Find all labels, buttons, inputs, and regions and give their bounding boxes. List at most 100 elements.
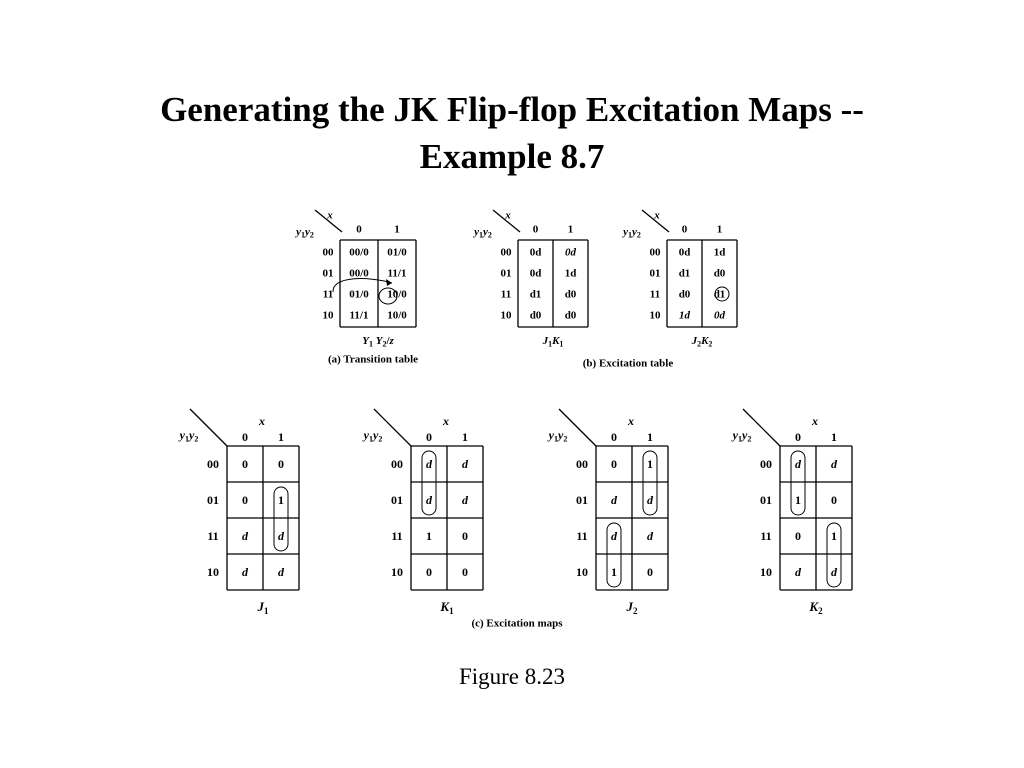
map-cell: d — [647, 493, 654, 507]
map-cell: d — [647, 529, 654, 543]
row-header: 11 — [576, 529, 587, 543]
corner-diagonal — [314, 209, 343, 233]
map-cell: d — [795, 457, 802, 471]
table-cell: d0 — [565, 310, 577, 322]
table-cell: 1d — [714, 247, 726, 259]
map-cell: d — [242, 529, 249, 543]
row-header: 10 — [207, 565, 219, 579]
map-cell: d — [831, 457, 838, 471]
row-variable: y1​y2​ — [547, 428, 568, 444]
map-cell: d — [611, 493, 618, 507]
column-header: 1 — [462, 430, 468, 444]
map-cell: 1 — [647, 457, 653, 471]
row-header: 01 — [501, 268, 512, 280]
map-cell: 0 — [831, 493, 837, 507]
map-cell: d — [462, 457, 469, 471]
map-cell: d — [242, 565, 249, 579]
map-caption: J1​ — [257, 599, 270, 616]
row-variable: y1​y2​ — [294, 226, 314, 240]
map-caption: J2​ — [626, 599, 639, 616]
table-transition: xy1​y2​010001111000/001/000/011/101/010/… — [294, 209, 417, 349]
column-header: 1 — [831, 430, 837, 444]
table-cell: d0 — [714, 268, 726, 280]
table-cell: d1 — [714, 289, 726, 301]
column-header: 0 — [356, 224, 362, 236]
map-cell: 1 — [278, 493, 284, 507]
slide-title-line-2: Example 8.7 — [419, 137, 605, 176]
table-cell: 11/1 — [350, 310, 369, 322]
table-cell: 01/0 — [387, 247, 407, 259]
corner-diagonal — [373, 408, 412, 447]
column-variable: x — [504, 210, 511, 222]
table-cell: 0d — [565, 247, 577, 259]
row-header: 10 — [391, 565, 403, 579]
kmap-grouping-loop — [421, 450, 437, 516]
row-header: 01 — [650, 268, 661, 280]
column-variable: x — [653, 210, 660, 222]
transition-arrowhead — [386, 279, 392, 286]
map-cell: d — [278, 565, 285, 579]
table-cell: d0 — [530, 310, 542, 322]
row-variable: y1​y2​ — [621, 226, 641, 240]
row-header: 01 — [391, 493, 403, 507]
column-header: 1 — [717, 224, 723, 236]
map-cell: 0 — [611, 457, 617, 471]
row-header: 01 — [323, 268, 334, 280]
table-cell: 11/1 — [388, 268, 407, 280]
column-header: 0 — [611, 430, 617, 444]
corner-diagonal — [558, 408, 597, 447]
row-header: 00 — [391, 457, 403, 471]
excitation-maps-caption: (c) Excitation maps — [471, 618, 563, 630]
map-cell: 0 — [795, 529, 801, 543]
row-variable: y1​y2​ — [731, 428, 752, 444]
row-header: 11 — [501, 289, 511, 301]
column-header: 1 — [278, 430, 284, 444]
table-cell: d1 — [679, 268, 691, 280]
row-header: 00 — [207, 457, 219, 471]
table-caption: J2​K2​ — [691, 335, 713, 349]
map-cell: 0 — [278, 457, 284, 471]
column-header: 0 — [533, 224, 539, 236]
map-cell: 1 — [795, 493, 801, 507]
table-cell: d0 — [565, 289, 577, 301]
map-cell: d — [611, 529, 618, 543]
row-header: 00 — [501, 247, 513, 259]
map-cell: 1 — [611, 565, 617, 579]
column-variable: x — [326, 210, 333, 222]
map-cell: d — [278, 529, 285, 543]
row-header: 11 — [207, 529, 218, 543]
row-header: 10 — [323, 310, 335, 322]
row-header: 11 — [391, 529, 402, 543]
row-variable: y1​y2​ — [178, 428, 199, 444]
row-header: 11 — [760, 529, 771, 543]
map-caption: K1​ — [439, 599, 454, 616]
map-cell: d — [426, 457, 433, 471]
map-cell: 0 — [462, 529, 468, 543]
table-cell: 0d — [530, 247, 542, 259]
row-variable: y1​y2​ — [472, 226, 492, 240]
kmap-grouping-loop — [790, 450, 806, 516]
map-cell: 0 — [242, 493, 248, 507]
column-header: 1 — [647, 430, 653, 444]
kmap-grouping-loop — [826, 522, 842, 588]
column-header: 0 — [426, 430, 432, 444]
map-cell: 0 — [426, 565, 432, 579]
highlight-circle — [714, 286, 730, 302]
table-caption: Y1​ Y2​/z — [362, 335, 394, 349]
column-header: 0 — [242, 430, 248, 444]
transition-table-caption: (a) Transition table — [328, 354, 418, 366]
column-header: 1 — [568, 224, 574, 236]
row-header: 10 — [760, 565, 772, 579]
row-header: 01 — [207, 493, 219, 507]
map-cell: 1 — [831, 529, 837, 543]
row-header: 00 — [760, 457, 772, 471]
row-header: 01 — [576, 493, 588, 507]
table-cell: 0d — [679, 247, 691, 259]
column-header: 0 — [682, 224, 688, 236]
table-cell: 0d — [714, 310, 726, 322]
